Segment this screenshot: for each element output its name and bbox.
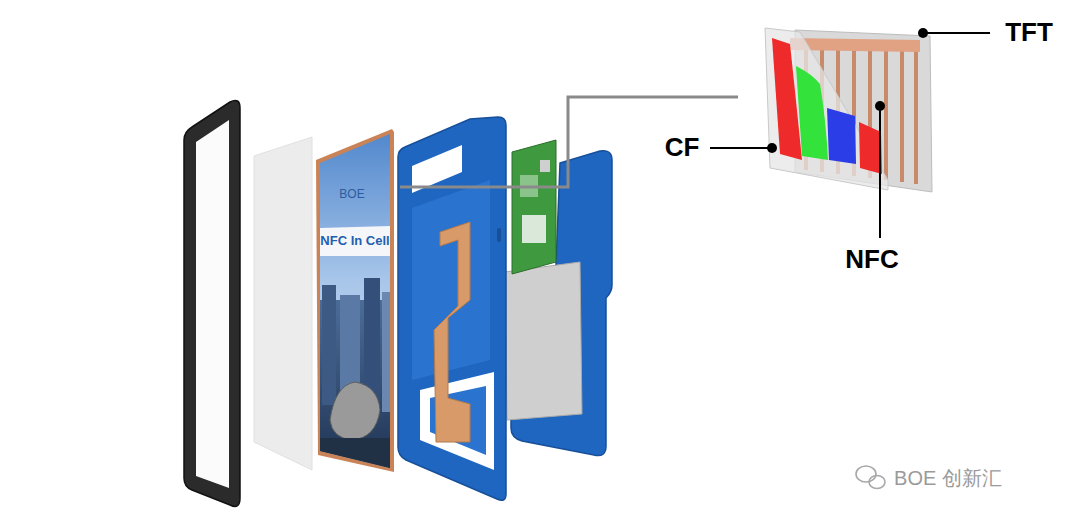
electrode-strip: [914, 49, 918, 184]
cf-blue: [827, 108, 856, 164]
cf-red: [772, 38, 802, 160]
part-label: NFC: [845, 245, 898, 275]
pcb-board: [512, 140, 556, 274]
screen-logo: BOE: [339, 188, 364, 202]
pcb: [512, 140, 556, 274]
cf-glass: [765, 28, 888, 190]
watermark: BOE 创新汇: [894, 467, 1002, 490]
part-label: CF: [665, 133, 700, 163]
wechat-bubble: [869, 476, 885, 489]
glass-frame: [184, 100, 240, 506]
panel-ground: [318, 438, 394, 478]
glass-window: [196, 120, 229, 488]
panel-rock: [330, 382, 380, 440]
callout-leader: [710, 147, 772, 149]
middle-frame: [398, 117, 506, 500]
cf-red: [859, 122, 882, 174]
panel-banner: [318, 226, 394, 256]
cf-green: [796, 66, 828, 160]
callout-leader: [923, 32, 990, 34]
panel-building: [322, 285, 336, 405]
electrode-strip: [884, 47, 888, 180]
panel-building: [382, 292, 394, 412]
electrode-strip: [900, 48, 904, 182]
callout-leader: [879, 106, 881, 238]
panel-stack-inset: [765, 28, 932, 192]
frame-button: [497, 228, 501, 242]
cover-glass: [184, 100, 240, 506]
wechat-icon: [856, 466, 885, 489]
zoom-leader-line: [400, 97, 738, 187]
part-label: TFT: [1005, 18, 1053, 48]
pcb-chip: [540, 160, 550, 172]
frame-body: [398, 117, 506, 500]
display-panel: [316, 128, 394, 478]
pcb-chip: [522, 215, 546, 243]
optical-film: [254, 137, 312, 470]
battery: [505, 262, 582, 420]
wechat-bubble: [856, 466, 876, 482]
nfc-antenna: [434, 222, 470, 442]
screen-title: NFC In Cell: [320, 234, 389, 249]
frame-plate: [412, 180, 490, 380]
